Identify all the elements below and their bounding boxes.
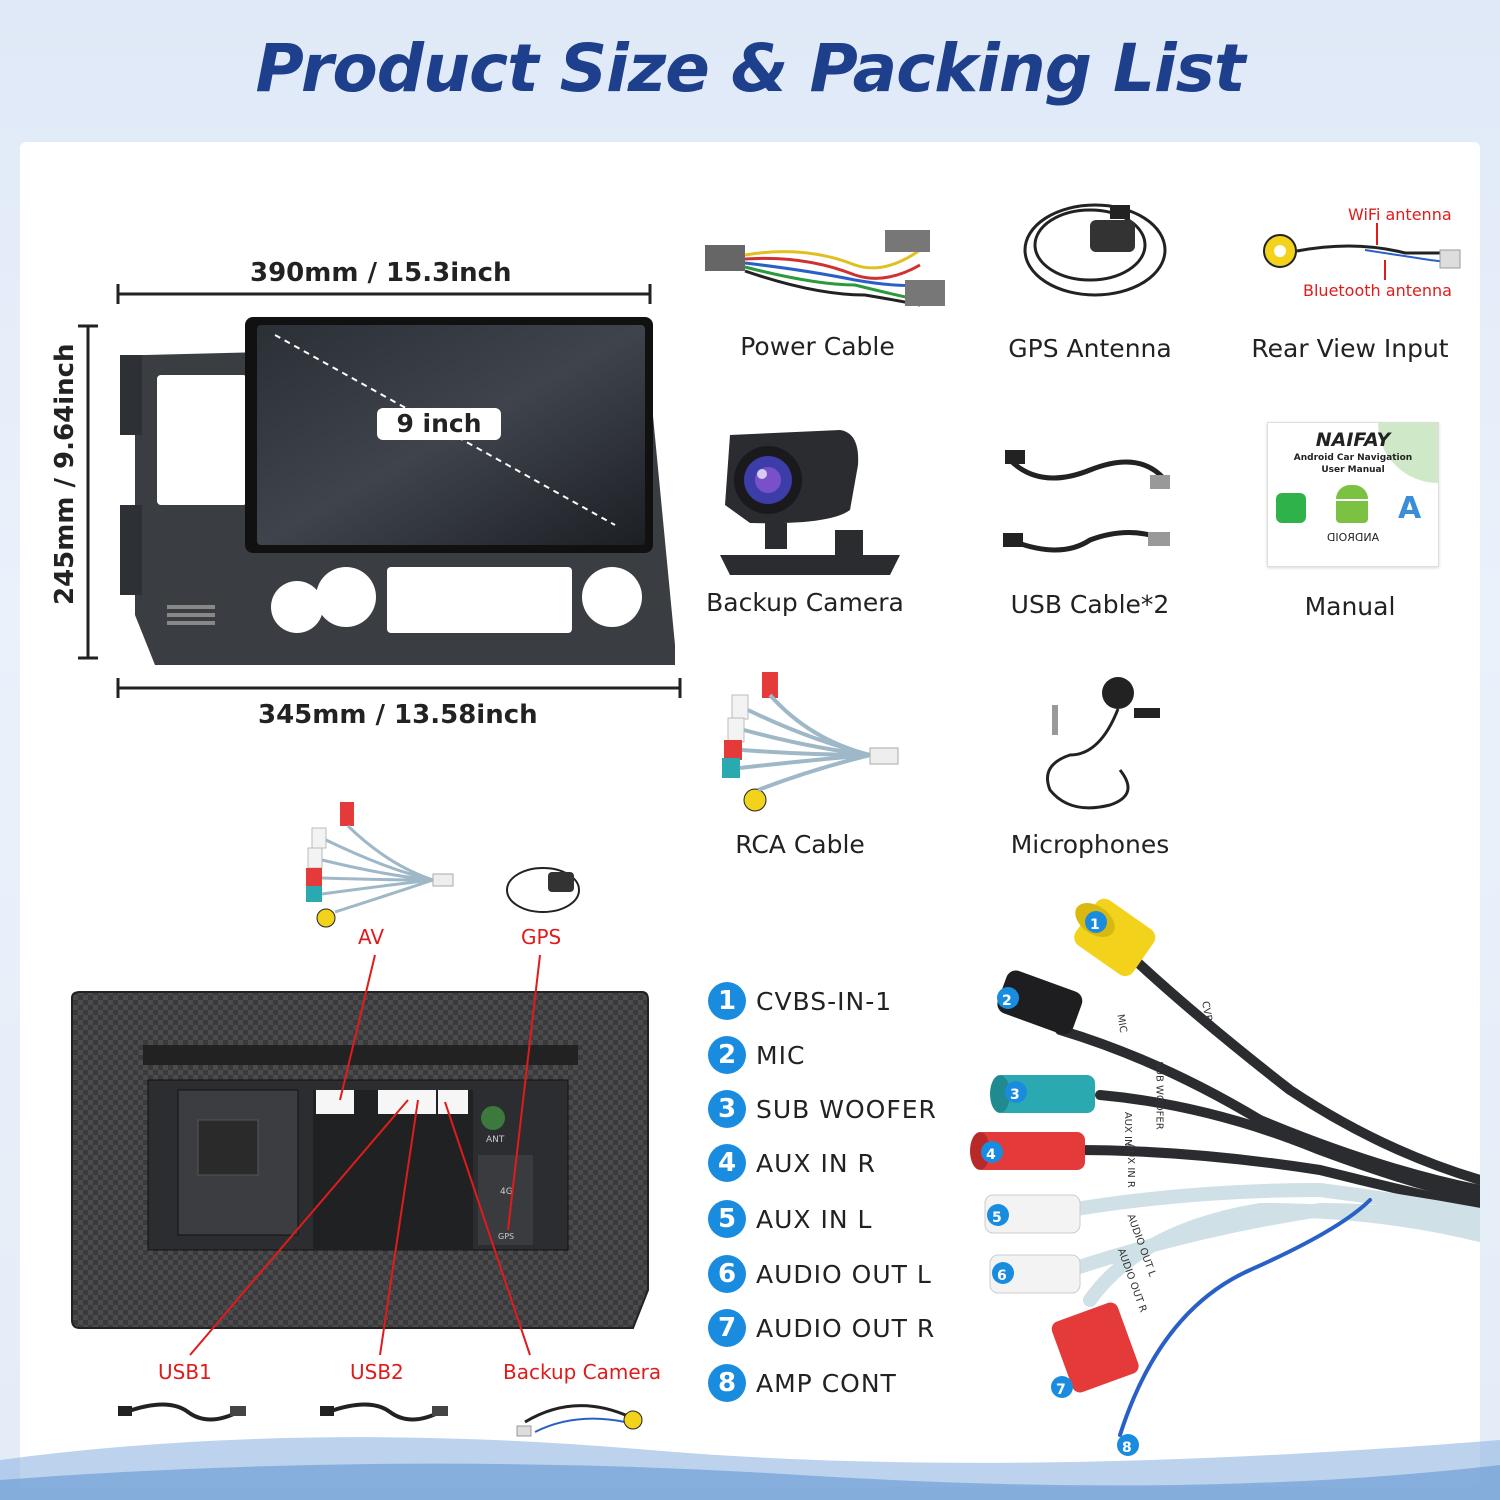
packing-item-label: GPS Antenna	[1008, 334, 1172, 363]
dimension-bottom-line	[116, 678, 682, 698]
legend-row: 3 SUB WOOFER	[708, 1088, 937, 1130]
android-icon	[1334, 485, 1370, 525]
legend-badge: 5	[708, 1200, 746, 1238]
screen-size-badge: 9 inch	[377, 408, 501, 440]
svg-text:8: 8	[1122, 1440, 1132, 1456]
dimension-top-line	[116, 284, 652, 304]
fourg-port-label: 4G	[500, 1187, 513, 1197]
legend-badge: 8	[708, 1364, 746, 1402]
legend-badge: 4	[708, 1144, 746, 1182]
rca-tag-sub: SUB WOOFER	[1153, 1061, 1165, 1130]
packing-item-label: USB Cable*2	[1010, 590, 1170, 619]
manual-brand: NAIFAY	[1315, 429, 1391, 451]
rca-plug-white-2	[989, 1254, 1081, 1294]
rca-legend: 1 CVBS-IN-1 2 MIC 3 SUB WOOFER 4 AUX IN …	[708, 980, 937, 1404]
port-label-backup-camera: Backup Camera	[503, 1360, 662, 1384]
legend-label: AUX IN R	[756, 1148, 876, 1178]
legend-row: 2 MIC	[708, 1034, 937, 1076]
microphone-icon	[1046, 677, 1160, 810]
svg-text:1: 1	[1090, 917, 1100, 933]
rca-plug-red-2	[1051, 1302, 1139, 1393]
legend-row: 6 AUDIO OUT L	[708, 1253, 937, 1295]
packing-item-label: Manual	[1304, 592, 1396, 621]
background-wave	[0, 1437, 1500, 1500]
rca-plug-black	[997, 970, 1083, 1035]
packing-item-label: Microphones	[1010, 830, 1170, 859]
gps-small-icon	[506, 867, 580, 913]
port-label-gps: GPS	[521, 925, 562, 949]
manual-subtitle: Android Car Navigation	[1293, 453, 1413, 463]
gps-antenna-icon	[1023, 203, 1167, 297]
legend-badge: 7	[708, 1309, 746, 1347]
packing-item-label: RCA Cable	[735, 830, 865, 859]
manual-os: ANDROID	[1326, 531, 1380, 544]
rear-view-input-icon	[1263, 223, 1461, 280]
legend-label: AUX IN L	[756, 1204, 873, 1234]
legend-label: CVBS-IN-1	[756, 986, 893, 1016]
legend-badge: 1	[708, 982, 746, 1020]
android-auto-icon: A	[1398, 491, 1422, 526]
legend-row: 7 AUDIO OUT R	[708, 1307, 937, 1349]
av-cable-icon	[306, 802, 454, 928]
rca-tag-auxr: AUX IN R	[1124, 1143, 1136, 1188]
power-cable-icon	[705, 230, 945, 307]
dimension-bottom-width: 345mm / 13.58inch	[258, 700, 538, 730]
svg-text:6: 6	[997, 1268, 1007, 1284]
callout-lines	[189, 954, 541, 1356]
rca-cable-detail-icon: 1 2 3 4 5 6 7 8	[970, 898, 1480, 1456]
usb-cable-icon	[1003, 450, 1170, 553]
head-unit-back-icon	[71, 991, 649, 1329]
dimension-top-width: 390mm / 15.3inch	[250, 258, 512, 288]
legend-label: SUB WOOFER	[756, 1094, 937, 1124]
backup-camera-cable-icon	[516, 1404, 643, 1437]
legend-row: 1 CVBS-IN-1	[708, 980, 937, 1022]
svg-text:3: 3	[1010, 1087, 1020, 1103]
port-label-usb2: USB2	[350, 1360, 404, 1384]
head-unit-front-icon	[120, 317, 675, 665]
backup-camera-icon	[720, 430, 900, 575]
svg-text:5: 5	[992, 1210, 1002, 1226]
legend-label: AUDIO OUT R	[756, 1313, 936, 1343]
svg-text:2: 2	[1002, 993, 1012, 1009]
svg-text:7: 7	[1056, 1382, 1066, 1398]
ant-port-label: ANT	[486, 1135, 505, 1145]
packing-item-label: Backup Camera	[706, 588, 904, 617]
legend-row: 5 AUX IN L	[708, 1198, 937, 1240]
legend-badge: 2	[708, 1036, 746, 1074]
dimension-height-line	[78, 324, 98, 660]
gps-port-label: GPS	[498, 1232, 515, 1241]
rca-plug-red	[970, 1132, 1085, 1170]
legend-row: 8 AMP CONT	[708, 1362, 937, 1404]
legend-label: AMP CONT	[756, 1368, 897, 1398]
legend-badge: 6	[708, 1255, 746, 1293]
manual-subtitle2: User Manual	[1321, 465, 1385, 475]
usb1-cable-icon	[118, 1402, 246, 1422]
port-label-usb1: USB1	[158, 1360, 212, 1384]
page-title: Product Size & Packing List	[255, 30, 1245, 107]
legend-label: AUDIO OUT L	[756, 1259, 932, 1289]
rca-cable-icon	[722, 672, 899, 812]
carplay-icon	[1276, 493, 1306, 523]
usb2-cable-icon	[320, 1402, 448, 1422]
rca-plug-white-1	[984, 1194, 1081, 1234]
legend-badge: 3	[708, 1090, 746, 1128]
packing-item-label: Power Cable	[740, 332, 895, 361]
manual-icon: NAIFAY Android Car Navigation User Manua…	[1267, 422, 1439, 567]
wifi-antenna-callout: WiFi antenna	[1348, 205, 1452, 224]
legend-row: 4 AUX IN R	[708, 1142, 937, 1184]
port-label-av: AV	[358, 925, 385, 949]
packing-item-label: Rear View Input	[1251, 334, 1449, 363]
svg-text:4: 4	[986, 1147, 996, 1163]
bluetooth-antenna-callout: Bluetooth antenna	[1303, 281, 1452, 300]
legend-label: MIC	[756, 1040, 806, 1070]
